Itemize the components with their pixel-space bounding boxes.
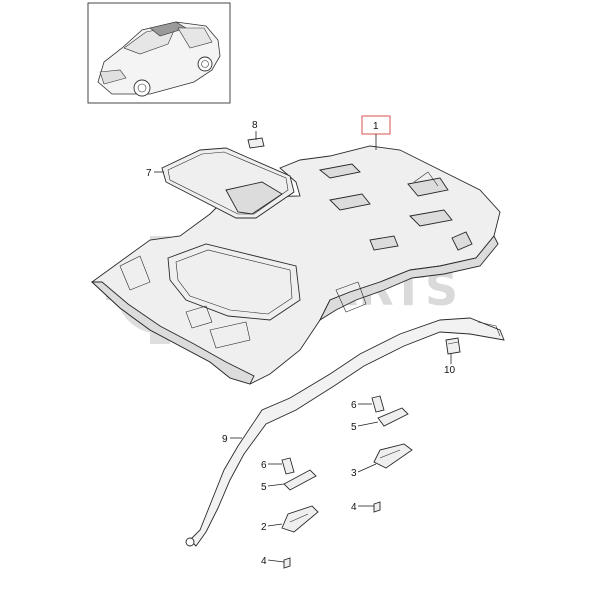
callout-1: 1 [361,115,391,150]
callout-8-label: 8 [252,120,258,131]
callout-6a-label: 6 [261,460,267,471]
callout-5b-label: 5 [351,422,357,433]
callout-4b-label: 4 [351,502,357,513]
grab-handle-right [371,395,413,513]
sunroof-frame [161,147,295,219]
clip-part-8 [247,137,265,149]
callout-9: 9 [222,434,242,445]
callout-2-label: 2 [261,522,267,533]
callout-10-label: 10 [444,365,456,376]
clip-part-10 [445,337,461,355]
grab-handle-left [281,457,319,569]
wiring-harness-part-9 [185,317,505,547]
callout-1-label: 1 [373,121,379,132]
callout-8: 8 [252,120,258,140]
callout-5-right: 5 [351,421,379,433]
callout-5a-label: 5 [261,482,267,493]
callout-9-label: 9 [222,434,228,445]
vehicle-thumbnail [87,2,231,104]
headliner-panel [90,145,501,385]
callout-7-label: 7 [146,168,152,179]
callout-7: 7 [146,168,164,179]
callout-10: 10 [444,354,456,376]
callout-6b-label: 6 [351,400,357,411]
callout-3: 3 [351,463,377,479]
callout-4a-label: 4 [261,556,267,567]
callout-2: 2 [261,522,283,533]
callout-5-left: 5 [261,482,285,493]
callout-4-left: 4 [261,556,285,567]
callout-4-right: 4 [351,502,374,513]
callout-6-right: 6 [351,400,372,411]
callout-3-label: 3 [351,468,357,479]
callout-6-left: 6 [261,460,282,471]
car-icon [97,21,221,97]
